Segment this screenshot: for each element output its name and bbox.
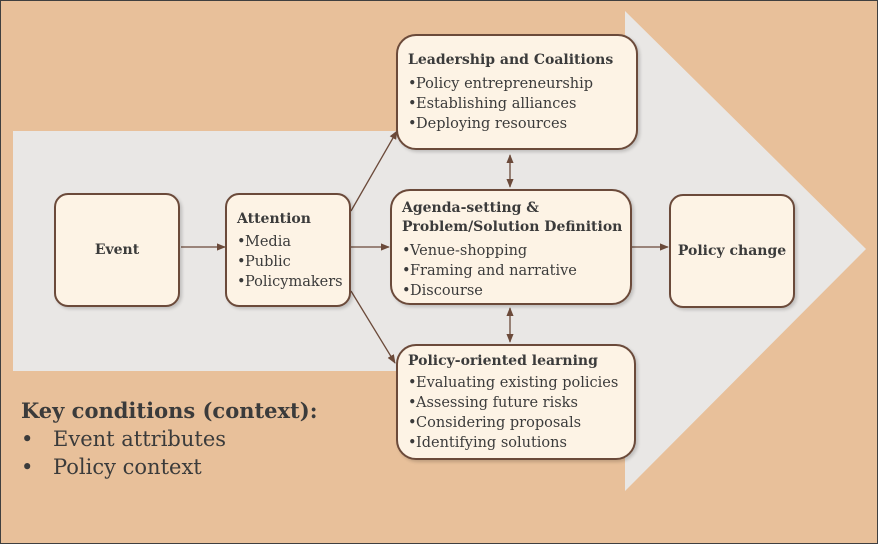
list-item: •Policy context xyxy=(21,455,202,479)
attention-box: Attention •Media •Public •Policymakers xyxy=(225,193,351,307)
list-item: •Establishing alliances xyxy=(408,96,577,112)
agenda-title-line1: Agenda-setting & xyxy=(402,200,539,216)
agenda-list: •Venue-shopping •Framing and narrative •… xyxy=(402,241,630,301)
leadership-title: Leadership and Coalitions xyxy=(408,52,614,68)
list-item: •Evaluating existing policies xyxy=(408,375,619,391)
key-conditions-list: •Event attributes •Policy context xyxy=(21,425,351,481)
leadership-box: Leadership and Coalitions •Policy entrep… xyxy=(396,34,638,150)
list-item: •Event attributes xyxy=(21,427,227,451)
attention-title: Attention xyxy=(237,211,311,227)
learning-box: Policy-oriented learning •Evaluating exi… xyxy=(396,344,636,460)
list-item: •Assessing future risks xyxy=(408,395,578,411)
event-box: Event xyxy=(54,193,180,307)
list-item: •Deploying resources xyxy=(408,116,568,132)
policy-change-box: Policy change xyxy=(669,194,795,308)
list-item: •Identifying solutions xyxy=(408,435,567,451)
list-item: •Policymakers xyxy=(237,274,343,290)
learning-list: •Evaluating existing policies •Assessing… xyxy=(408,373,634,453)
event-title: Event xyxy=(94,241,140,258)
list-item: •Venue-shopping xyxy=(402,243,528,259)
key-conditions-title: Key conditions (context): xyxy=(21,398,318,423)
list-item: •Discourse xyxy=(402,283,483,299)
leadership-list: •Policy entrepreneurship •Establishing a… xyxy=(408,74,636,134)
learning-title: Policy-oriented learning xyxy=(408,353,598,369)
list-item: •Framing and narrative xyxy=(402,263,577,279)
connector-attention-to-leadership xyxy=(350,130,398,212)
policy-change-title: Policy change xyxy=(677,242,787,259)
attention-list: •Media •Public •Policymakers xyxy=(237,232,349,292)
list-item: •Considering proposals xyxy=(408,415,582,431)
key-conditions: Key conditions (context): •Event attribu… xyxy=(21,397,351,481)
agenda-box: Agenda-setting & Problem/Solution Defini… xyxy=(390,189,632,305)
agenda-title-line2: Problem/Solution Definition xyxy=(402,219,623,235)
list-item: •Media xyxy=(237,234,291,250)
list-item: •Public xyxy=(237,254,291,270)
connector-attention-to-learning xyxy=(350,290,396,364)
list-item: •Policy entrepreneurship xyxy=(408,76,594,92)
